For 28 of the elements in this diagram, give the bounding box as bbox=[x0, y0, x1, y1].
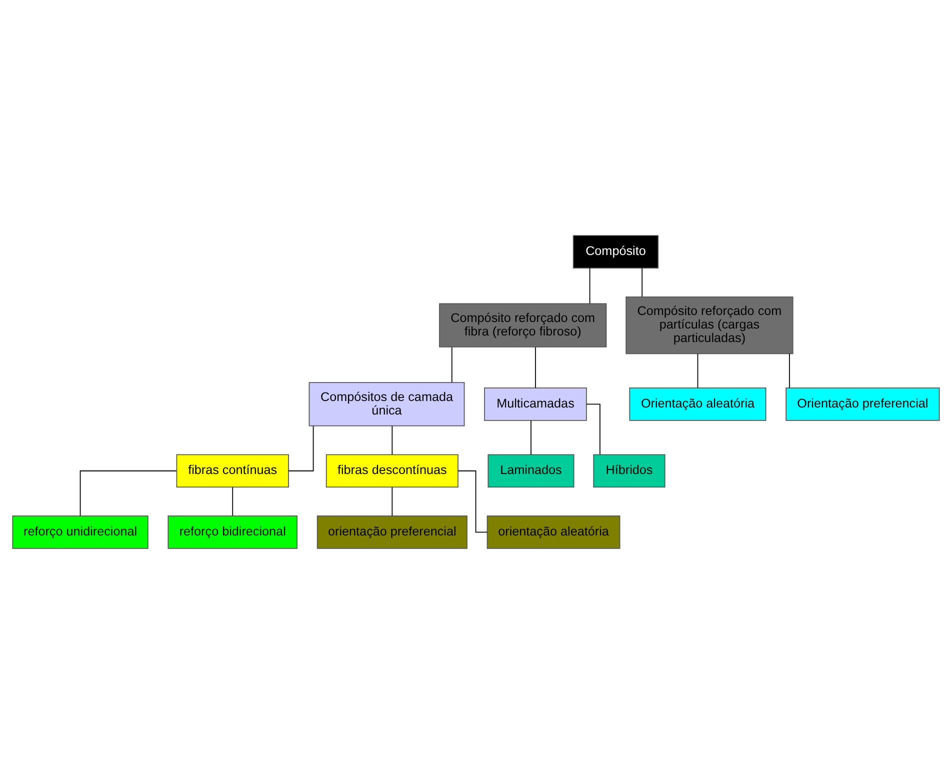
node-box: fibras contínuas bbox=[176, 454, 289, 488]
connector bbox=[451, 346, 452, 383]
node-box: Compósito bbox=[572, 235, 659, 268]
node-box: orientação aleatória bbox=[486, 516, 620, 549]
node-box: Híbridos bbox=[593, 454, 666, 488]
connector bbox=[530, 420, 532, 456]
connector bbox=[392, 426, 393, 455]
node-box: reforço unidirecional bbox=[12, 516, 148, 549]
node-box: Compósitos de camada única bbox=[308, 382, 465, 426]
connector bbox=[535, 346, 536, 388]
connector bbox=[392, 486, 393, 516]
connector bbox=[789, 353, 790, 388]
node-box: Orientação aleatória bbox=[629, 388, 766, 421]
node-box: orientação preferencial bbox=[316, 516, 468, 549]
node-box: Multicamadas bbox=[484, 388, 587, 421]
connector bbox=[586, 404, 600, 455]
connector bbox=[697, 353, 698, 388]
connector bbox=[288, 426, 314, 472]
connector bbox=[232, 486, 234, 516]
node-box: Compósito reforçado com fibra (reforço fibroso) bbox=[439, 303, 607, 348]
connector bbox=[642, 268, 643, 298]
connector bbox=[80, 470, 177, 516]
node-box: reforço bidirecional bbox=[168, 516, 298, 549]
node-box: fibras descontínuas bbox=[326, 454, 458, 488]
node-box: Compósito reforçado com partículas (cargas particuladas) bbox=[626, 296, 794, 354]
node-box: Laminados bbox=[488, 454, 574, 488]
connector bbox=[589, 268, 590, 304]
node-box: Orientação preferencial bbox=[786, 388, 940, 421]
